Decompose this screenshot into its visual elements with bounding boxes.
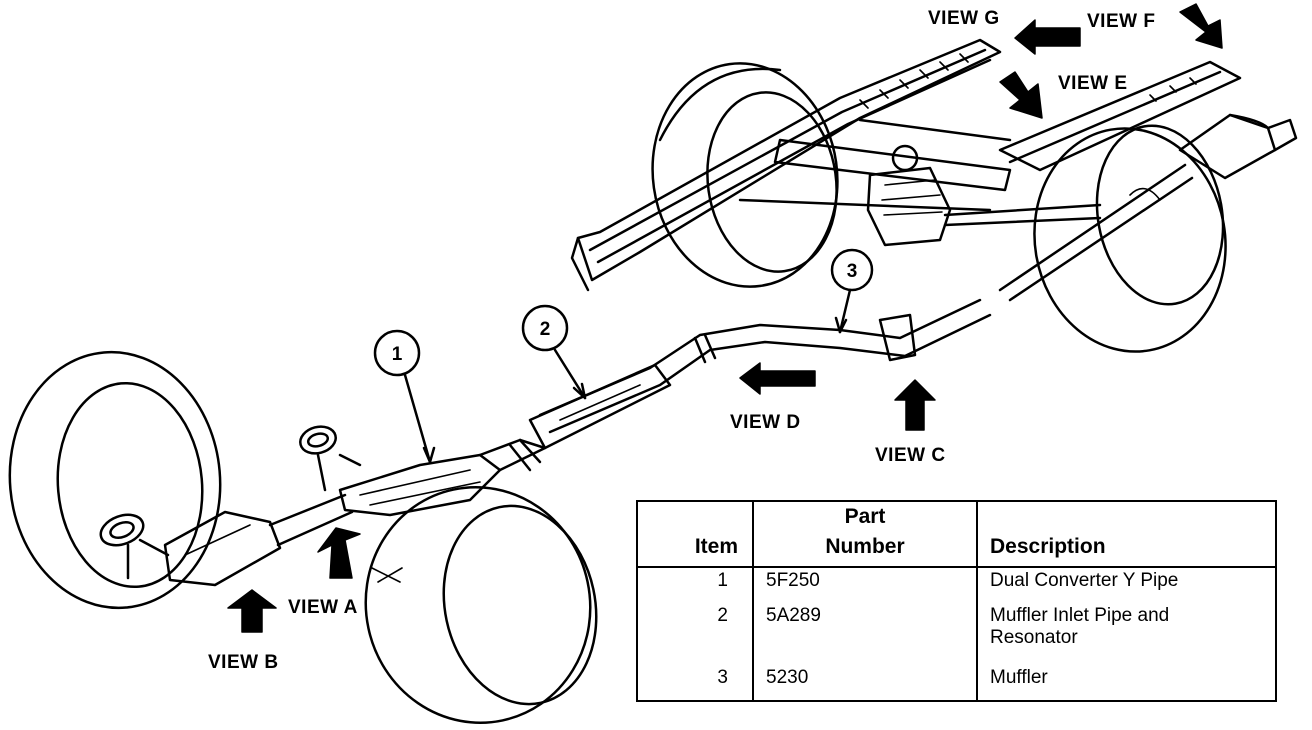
front-left-tire	[8, 350, 222, 610]
callout-1-number: 1	[392, 344, 403, 365]
callout-2: 2	[521, 304, 587, 400]
row-3-part-number: 5230	[752, 665, 978, 701]
rear-right-tire	[1033, 124, 1227, 353]
callout-3: 3	[830, 248, 874, 334]
view-c-arrow	[894, 379, 936, 431]
parts-table: Item Part Number Description 1 5F250 Dua…	[636, 500, 1277, 702]
table-row: 1 5F250 Dual Converter Y Pipe	[636, 567, 1277, 603]
rear-left-tire	[651, 62, 839, 288]
callout-3-number: 3	[847, 261, 858, 282]
muffler-assembly	[998, 113, 1298, 302]
view-g-arrow	[1014, 19, 1081, 55]
row-3-item: 3	[636, 665, 754, 701]
row-1-item: 1	[636, 567, 754, 603]
callout-2-number: 2	[540, 319, 551, 340]
header-part-number: Part Number	[752, 500, 978, 568]
row-2-description: Muffler Inlet Pipe and Resonator	[976, 602, 1277, 665]
view-c-label: VIEW C	[875, 445, 946, 466]
view-arrows	[227, 3, 1223, 633]
view-a-label: VIEW A	[288, 597, 358, 618]
header-description: Description	[976, 500, 1277, 568]
row-1-part-number: 5F250	[752, 567, 978, 603]
view-b-arrow	[227, 589, 277, 633]
view-g-label: VIEW G	[928, 8, 1000, 29]
parts-table-header-row: Item Part Number Description	[636, 500, 1277, 568]
header-item: Item	[636, 500, 754, 568]
dual-converter-y-pipe	[99, 425, 547, 587]
callout-1: 1	[373, 329, 436, 464]
view-f-arrow	[1179, 3, 1223, 49]
row-1-description: Dual Converter Y Pipe	[976, 567, 1277, 603]
view-a-arrow	[317, 527, 361, 579]
muffler-inlet-pipe	[508, 298, 992, 472]
view-d-arrow	[739, 362, 816, 395]
table-row: 2 5A289 Muffler Inlet Pipe and Resonator	[636, 602, 1277, 665]
rear-chassis-frame	[570, 38, 1242, 292]
row-2-part-number: 5A289	[752, 602, 978, 665]
view-d-label: VIEW D	[730, 412, 801, 433]
row-2-item: 2	[636, 602, 754, 665]
view-e-arrow	[999, 71, 1043, 119]
table-row: 3 5230 Muffler	[636, 665, 1277, 701]
view-f-label: VIEW F	[1087, 11, 1156, 32]
view-b-label: VIEW B	[208, 652, 279, 673]
view-e-label: VIEW E	[1058, 73, 1128, 94]
row-3-description: Muffler	[976, 665, 1277, 701]
front-right-tire	[364, 486, 598, 724]
